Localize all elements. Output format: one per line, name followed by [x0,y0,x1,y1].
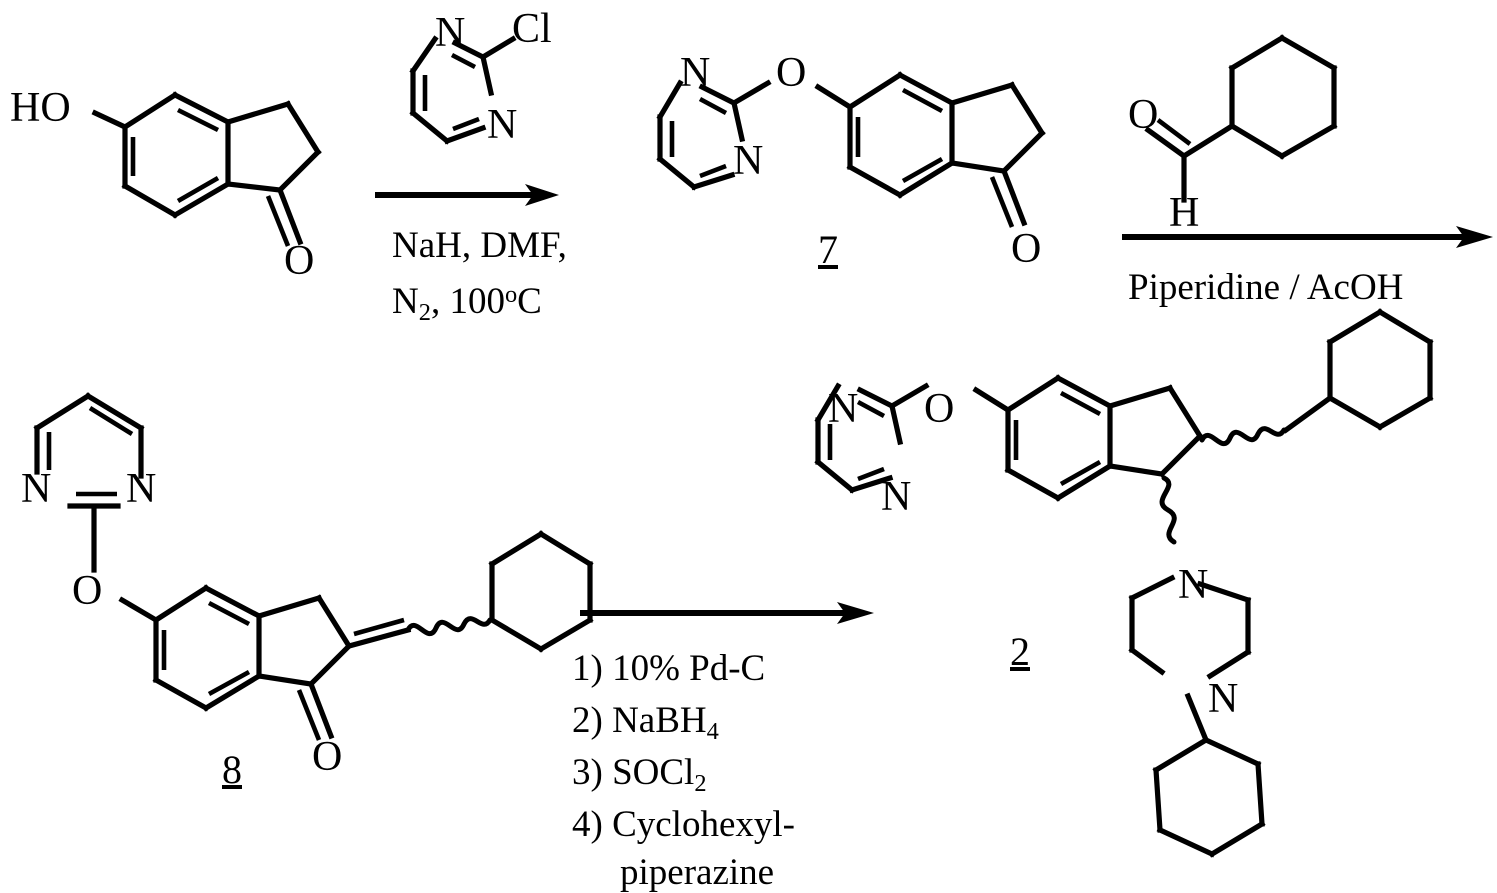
compound-number-7: 7 [818,227,838,272]
label-compound2-n-top: N [828,386,859,432]
reaction-arrow-2 [1122,226,1493,248]
conditions-arrow-3-step2: 2) NaBH4 [572,697,719,747]
label-pyrimidine-n-bottom-reagent: N [487,102,518,148]
compound-number-2: 2 [1010,629,1030,674]
label-compound7-n-top: N [680,50,711,96]
label-ketone-oxygen-reactant: O [284,238,315,284]
conditions-nabh4-subscript: 4 [706,717,719,745]
conditions-arrow-1-line1: NaH, DMF, [392,225,567,266]
conditions-arrow-3-step4-cont: piperazine [620,852,775,893]
label-aldehyde-oxygen: O [1128,92,1159,138]
label-compound8-n-left: N [21,466,52,512]
conditions-arrow-3-step1: 1) 10% Pd-C [572,648,766,689]
conditions-arrow-3-step4: 4) Cyclohexyl- [572,804,795,845]
conditions-celsius: C [517,281,542,322]
label-pyrimidine-n-top-reagent: N [435,10,466,56]
conditions-n2-prefix: N [392,281,419,322]
structure-2-chloropyrimidine [409,35,517,145]
label-compound2-piperazine-n-upper: N [1178,562,1209,608]
label-compound7-n-bottom: N [733,138,764,184]
label-chloro-reagent: Cl [512,6,552,52]
label-aldehyde-hydrogen: H [1169,190,1200,236]
structure-compound-7 [656,71,1046,228]
conditions-nabh4-text: 2) NaBH [572,700,707,741]
label-compound2-ether-oxygen: O [924,386,955,432]
label-compound7-ketone-oxygen: O [1011,226,1042,272]
label-compound2-n-bottom: N [881,474,912,520]
conditions-temp-mid: , 100 [430,281,505,322]
conditions-arrow-1-line2: N2, 100oC [392,278,542,328]
compound-number-8: 8 [222,747,242,792]
conditions-arrow-2-line1: Piperidine / AcOH [1128,267,1404,308]
reaction-arrow-1 [375,184,559,206]
conditions-socl2-text: 3) SOCl [572,752,695,793]
conditions-socl2-subscript: 2 [694,769,707,797]
label-hydroxy-reactant: HO [10,85,71,131]
structure-cyclohexanecarboxaldehyde [1144,34,1338,203]
structure-compound-2 [814,308,1434,858]
label-compound8-ketone-oxygen: O [312,734,343,780]
label-compound8-n-right: N [126,466,157,512]
structure-5-hydroxy-1-indanone [91,91,322,247]
reaction-arrow-3 [580,602,874,624]
label-compound7-ether-oxygen: O [776,50,807,96]
conditions-n2-subscript: 2 [418,298,431,326]
label-compound8-ether-oxygen: O [72,568,103,614]
label-compound2-piperazine-n-lower: N [1208,676,1239,722]
structure-compound-8 [33,392,594,741]
conditions-degree-sup: o [504,281,518,309]
conditions-arrow-3-step3: 3) SOCl2 [572,749,707,799]
